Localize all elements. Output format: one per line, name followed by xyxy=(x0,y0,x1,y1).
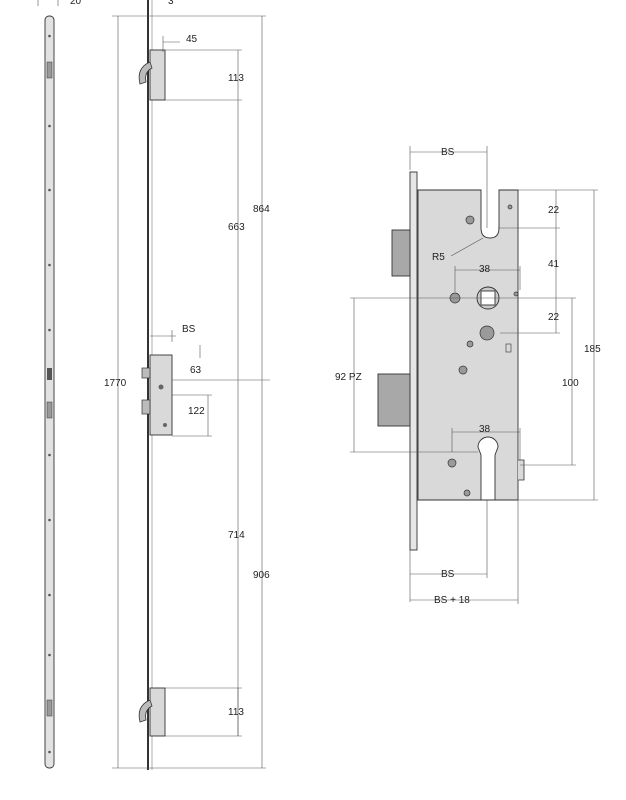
dim-top-to-center: 864 xyxy=(253,204,270,215)
case-screw-3 xyxy=(466,340,474,348)
dim-overall-height: 185 xyxy=(584,344,601,355)
dim-radius: R5 xyxy=(432,252,445,263)
case-screw-6 xyxy=(463,489,471,497)
dim-backset-bottom: BS xyxy=(441,569,455,580)
dead-bolt xyxy=(377,373,411,427)
dim-top-offset: 22 xyxy=(548,205,560,216)
front-rail xyxy=(44,15,55,769)
forend-plate xyxy=(409,171,418,551)
center-lock-body xyxy=(141,354,173,436)
dim-backset-plus: BS + 18 xyxy=(434,595,470,606)
dim-total-length: 1770 xyxy=(104,378,127,389)
dim-to-center-lower: 714 xyxy=(228,530,245,541)
rail-latch-slot xyxy=(47,368,52,380)
dim-cylinder-width: 38 xyxy=(479,424,491,435)
dim-pz-distance: 92 PZ xyxy=(335,372,362,383)
lock-case-view xyxy=(377,171,525,551)
dim-backset-left: BS xyxy=(182,324,196,335)
case-screw-7 xyxy=(513,291,519,297)
left-dimensions: 1770 45 113 663 864 BS 63 122 714 906 11… xyxy=(104,15,270,769)
dim-lock-body: 122 xyxy=(188,406,205,417)
dim-center-mark: 63 xyxy=(190,365,202,376)
bottom-hook-box xyxy=(138,687,166,737)
rail-bolt-slot xyxy=(46,401,53,419)
dim-vertical-100: 100 xyxy=(562,378,579,389)
right-dimensions: BS 22 R5 38 41 22 185 92 PZ 100 38 BS xyxy=(335,146,601,606)
side-rail-view: 3 xyxy=(138,0,174,770)
label-rail-width: 20 xyxy=(70,0,82,7)
marker-plate xyxy=(505,343,512,353)
euro-cylinder-cutout xyxy=(477,436,499,501)
rail-hook-slot-top xyxy=(46,61,53,79)
dim-to-center-upper: 663 xyxy=(228,222,245,233)
dim-bottom-to-center: 906 xyxy=(253,570,270,581)
dim-top-hook-height: 113 xyxy=(228,73,244,84)
dim-top-hook-offset: 45 xyxy=(186,34,198,45)
dim-follower-lower: 22 xyxy=(548,312,560,323)
rail-holes xyxy=(48,34,51,754)
lower-follower xyxy=(479,325,495,341)
dim-follower-spacing: 41 xyxy=(548,259,560,270)
case-screw-5 xyxy=(447,458,457,468)
case-screw-4 xyxy=(458,365,468,375)
dim-bottom-hook-height: 113 xyxy=(228,707,244,718)
top-hook-box xyxy=(138,49,166,101)
case-screw-2 xyxy=(507,204,513,210)
dim-follower-to-pin: 38 xyxy=(479,264,491,275)
label-gap: 3 xyxy=(168,0,174,7)
latch-bolt xyxy=(391,229,411,277)
front-rail-view: 20 xyxy=(37,0,82,769)
case-screw-1 xyxy=(465,215,475,225)
rail-hook-slot-bottom xyxy=(46,699,53,717)
dim-backset-top: BS xyxy=(441,147,455,158)
